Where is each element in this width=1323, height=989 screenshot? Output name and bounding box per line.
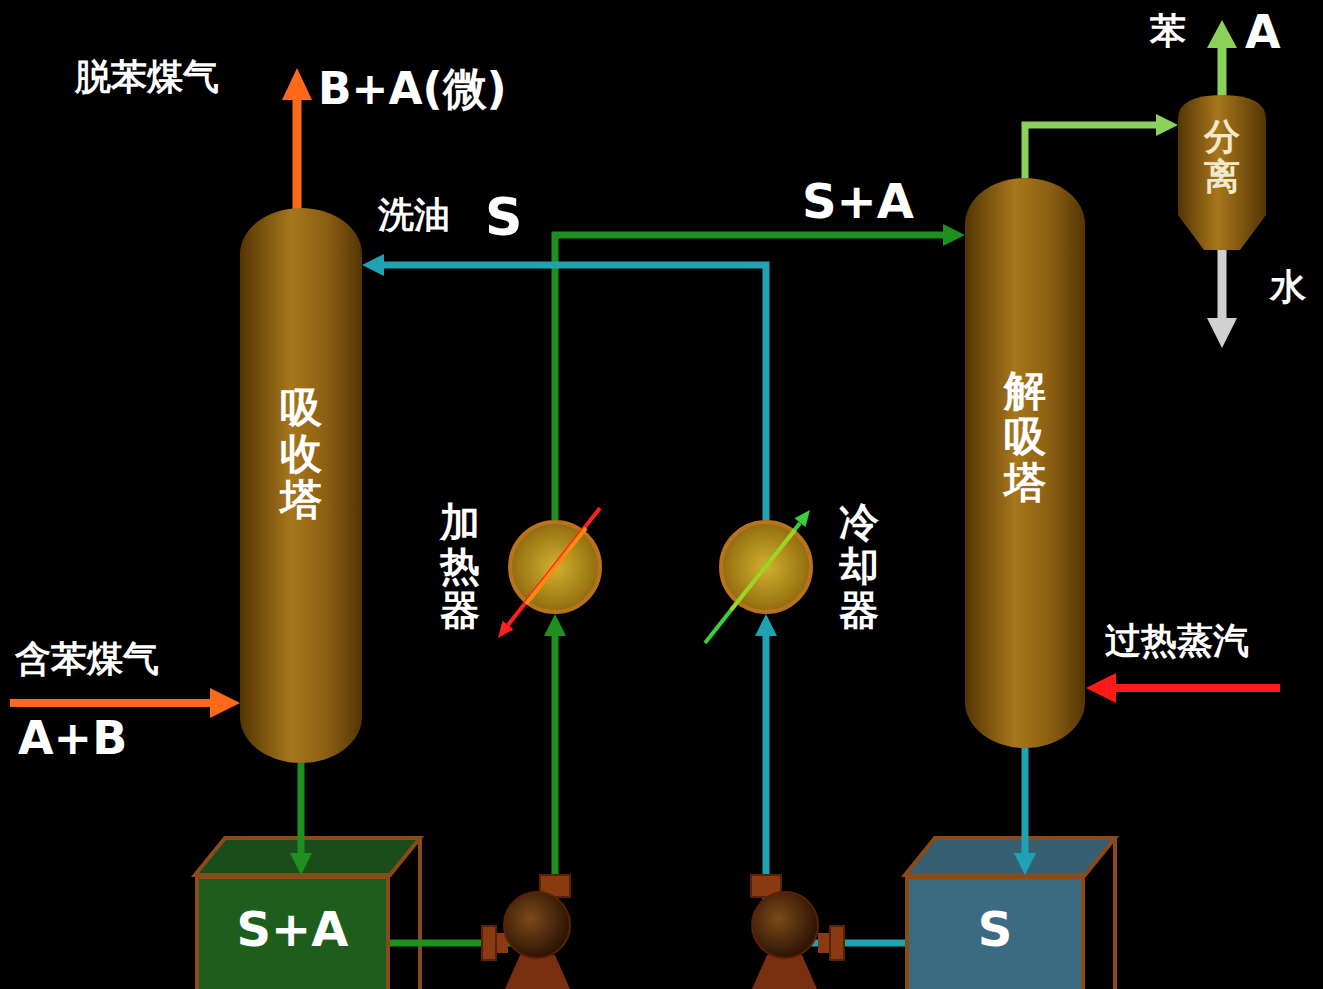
stream-formula: A+B [18, 714, 127, 762]
heater-symbol [508, 508, 600, 625]
node-text: 冷却器 [839, 500, 879, 632]
cooler: 冷却器 [719, 520, 813, 614]
arrow-head [1207, 20, 1237, 48]
heater: 加热器 [508, 520, 602, 614]
gas-outlet-pipe [293, 96, 302, 210]
water-outlet-pipe [1218, 248, 1227, 320]
node-text: 分离 [1204, 95, 1240, 196]
lean-oil-tank: S [905, 875, 1085, 989]
heater-symbol [526, 528, 586, 604]
pump-base [505, 955, 570, 989]
arrow-head [210, 688, 240, 718]
node-text: 解吸塔 [1004, 178, 1046, 507]
node-text: 吸收塔 [280, 208, 322, 524]
pipe-connector [555, 235, 943, 520]
pump-neck [494, 933, 508, 953]
stripping-tower: 解吸塔 [965, 178, 1085, 748]
pump-nozzle [751, 875, 781, 897]
edge-label: S+A [800, 176, 916, 226]
pump-symbol [504, 892, 570, 958]
stream-name: 过热蒸汽 [1105, 622, 1249, 660]
gas-inlet-pipe [10, 699, 214, 707]
pipe-connector [766, 636, 905, 943]
pipe-connector [1022, 748, 1029, 853]
tank-top [195, 838, 420, 875]
separator-body [1178, 95, 1266, 250]
product-name: 苯 [1150, 12, 1186, 50]
node-text: S+A [199, 879, 386, 956]
pump-flange [830, 926, 844, 960]
stream-formula: B+A(微) [318, 66, 507, 112]
pipe-connector [390, 636, 555, 943]
pump-neck [818, 933, 832, 953]
rich-oil-tank: S+A [195, 875, 390, 989]
arrow-head [498, 621, 514, 638]
cooler-symbol [731, 530, 795, 610]
node-text: S [909, 879, 1081, 956]
pipe-connector [298, 763, 305, 853]
cooler-symbol [705, 523, 800, 643]
product-formula: A [1245, 8, 1281, 56]
stream-formula: S [485, 190, 522, 245]
pump-base [752, 955, 817, 989]
pump-nozzle [540, 875, 570, 897]
tank-top [905, 838, 1115, 875]
separator: 分离 [1178, 95, 1266, 250]
pipe-connector [1025, 125, 1156, 178]
stream-name: 洗油 [378, 196, 450, 234]
stream-name: 含苯煤气 [15, 640, 159, 678]
tank-edge [1113, 838, 1117, 989]
pipe-connector [384, 265, 766, 520]
node-text: 加热器 [440, 500, 480, 632]
steam-pipe [1112, 684, 1280, 692]
arrow-head [282, 68, 312, 100]
tank-edge [418, 838, 422, 989]
arrow-head [1086, 673, 1116, 703]
product-name: 水 [1270, 268, 1306, 306]
arrow-head [795, 510, 811, 527]
pump-symbol [752, 892, 818, 958]
absorber-tower: 吸收塔 [240, 208, 362, 763]
pump-flange [482, 926, 496, 960]
benzene-outlet-pipe [1218, 45, 1227, 98]
arrow-head [1207, 318, 1237, 348]
stream-name: 脱苯煤气 [75, 58, 219, 96]
